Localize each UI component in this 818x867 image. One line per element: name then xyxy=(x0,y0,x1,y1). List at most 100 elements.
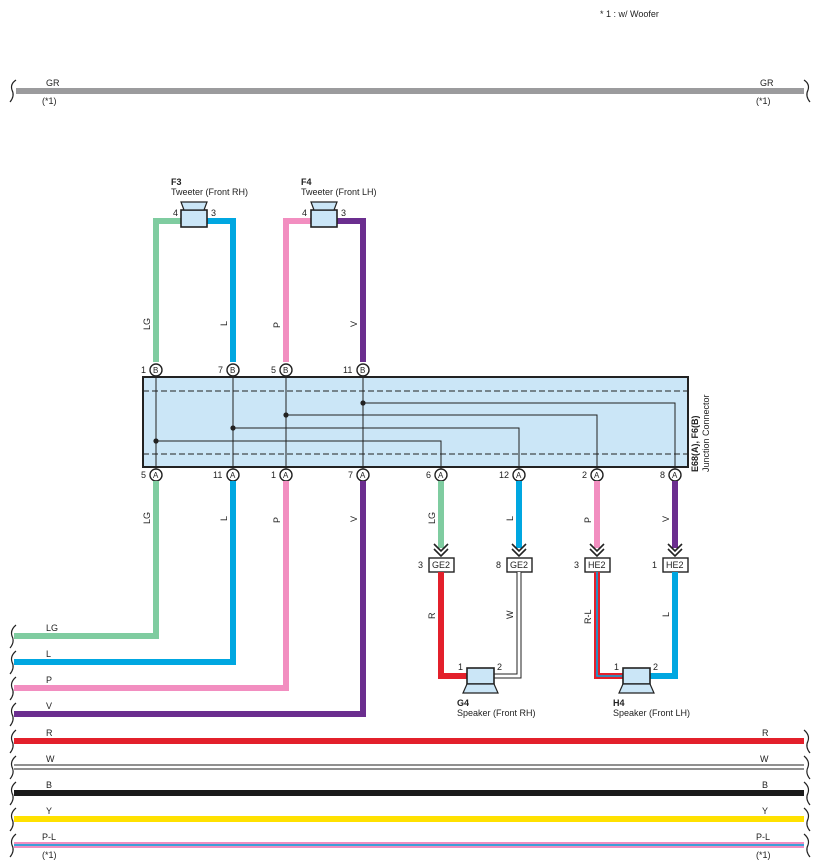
wire-label-p-bottom: P xyxy=(272,517,282,523)
trace-p xyxy=(286,414,598,470)
wire-r-g4 xyxy=(438,572,467,679)
break-lg xyxy=(9,624,17,649)
gr-note-left: (*1) xyxy=(42,96,57,106)
wire-l-out xyxy=(14,481,236,665)
lower-right-wires: LG L P V xyxy=(427,481,683,558)
wire-label-lg-top: LG xyxy=(142,318,152,330)
connector-he2-b-name: HE2 xyxy=(666,560,684,570)
g4-speaker-icon xyxy=(466,667,495,685)
splice-dot-lg xyxy=(153,438,159,444)
f4-name: Tweeter (Front LH) xyxy=(301,187,377,197)
h4-id: H4 xyxy=(613,698,625,708)
upper-pins: B 1 B 7 B 5 B 11 xyxy=(141,363,370,377)
wire-p-out xyxy=(14,481,289,691)
pin-tag-a1: A xyxy=(283,471,289,480)
bus-label-b-right: B xyxy=(762,780,768,790)
g4-pin-2: 2 xyxy=(497,662,502,672)
trace-lg xyxy=(156,440,442,470)
pin-circle-b1 xyxy=(149,363,163,377)
wire-f3-lg xyxy=(153,218,183,362)
bus-label-pl-left: P-L xyxy=(42,832,56,842)
f4-pin-4: 4 xyxy=(302,208,307,218)
wire-label-l-top: L xyxy=(219,321,229,326)
break-bus-w-right xyxy=(803,755,811,780)
left-wire-label-l: L xyxy=(46,649,51,659)
bus-label-y-left: Y xyxy=(46,806,52,816)
pin-num-a1: 1 xyxy=(271,470,276,480)
pin-circle-b11 xyxy=(356,363,370,377)
pin-num-a8: 8 xyxy=(660,470,665,480)
connector-boxes: GE2 3 GE2 8 HE2 3 HE2 1 xyxy=(418,557,689,573)
wire-label-w-g4: W xyxy=(505,610,515,619)
wire-label-lg-bottom: LG xyxy=(142,512,152,524)
splice-dot-v xyxy=(360,400,366,406)
pin-num-a2: 2 xyxy=(582,470,587,480)
chevron-he2-3 xyxy=(589,543,605,558)
junction-id: E68(A), F6(B) xyxy=(690,415,700,472)
f4-tweeter-icon xyxy=(310,209,338,228)
wire-v-out xyxy=(14,481,366,717)
trace-l xyxy=(233,427,520,470)
wire-w-g4-outline xyxy=(494,572,522,679)
pin-num-a7: 7 xyxy=(348,470,353,480)
wire-label-v-bottom: V xyxy=(349,516,359,522)
wire-label-p-top: P xyxy=(272,322,282,328)
wire-w-g4 xyxy=(494,572,521,678)
chevron-ge2-3 xyxy=(433,543,449,558)
pin-num-b5: 5 xyxy=(271,365,276,375)
wire-f4-v xyxy=(337,218,366,362)
pin-tag-a6: A xyxy=(438,471,444,480)
trace-v xyxy=(363,402,676,470)
h4-speaker-cone xyxy=(618,683,655,694)
pin-tag-a5: A xyxy=(153,471,159,480)
pin-tag-a12: A xyxy=(516,471,522,480)
break-bus-pl-left xyxy=(9,833,17,858)
break-l xyxy=(9,650,17,675)
wire-rl-h4-stripe xyxy=(596,572,623,677)
bus-note-right: (*1) xyxy=(756,850,771,860)
f4-id: F4 xyxy=(301,177,312,187)
pin-num-b7: 7 xyxy=(218,365,223,375)
f3-pin-3: 3 xyxy=(211,208,216,218)
tweeter-wires: LG L P V xyxy=(142,218,366,362)
h4-speaker-icon xyxy=(622,667,651,685)
break-bus-y-left xyxy=(9,807,17,832)
pin-num-b1: 1 xyxy=(141,365,146,375)
speaker-wires: R W R-L L xyxy=(427,572,678,679)
bus-label-r-left: R xyxy=(46,728,53,738)
break-bus-r-right xyxy=(803,729,811,754)
pin-tag-b1: B xyxy=(153,366,158,375)
connector-ge2-b-name: GE2 xyxy=(510,560,528,570)
connector-ge2-a-name: GE2 xyxy=(432,560,450,570)
pin-num-a12: 12 xyxy=(499,470,509,480)
pin-tag-b5: B xyxy=(283,366,288,375)
wire-label-rl-h4: R-L xyxy=(583,609,593,624)
bus-label-w-right: W xyxy=(760,754,769,764)
break-bus-w-left xyxy=(9,755,17,780)
break-bus-r-left xyxy=(9,729,17,754)
wire-label-lg-ge2: LG xyxy=(427,512,437,524)
junction-name: Junction Connector xyxy=(701,394,711,472)
f3-tweeter-cone xyxy=(180,201,208,211)
connector-he2-a-name: HE2 xyxy=(588,560,606,570)
pin-tag-b7: B xyxy=(230,366,235,375)
gr-label-left: GR xyxy=(46,78,60,88)
break-bus-b-right xyxy=(803,781,811,806)
pin-tag-a7: A xyxy=(360,471,366,480)
pin-circle-b5 xyxy=(279,363,293,377)
tweeter-f3: F3 Tweeter (Front RH) 4 3 xyxy=(171,177,248,228)
speaker-g4: 1 2 G4 Speaker (Front RH) xyxy=(457,662,536,718)
footnote: * 1 : w/ Woofer xyxy=(600,9,659,19)
pin-num-b11: 11 xyxy=(343,365,352,375)
pin-tag-a2: A xyxy=(594,471,600,480)
gr-label-right: GR xyxy=(760,78,774,88)
wire-label-v-he2: V xyxy=(661,516,671,522)
wire-label-p-he2: P xyxy=(583,517,593,523)
left-wire-label-p: P xyxy=(46,675,52,685)
connector-ge2-b-pin: 8 xyxy=(496,560,501,570)
g4-name: Speaker (Front RH) xyxy=(457,708,536,718)
gr-wire: GR (*1) GR (*1) xyxy=(9,78,811,106)
bus-label-w-left: W xyxy=(46,754,55,764)
lower-pins: A 5 A 11 A 1 A 7 A 6 A 12 A 2 A 8 xyxy=(141,468,682,482)
